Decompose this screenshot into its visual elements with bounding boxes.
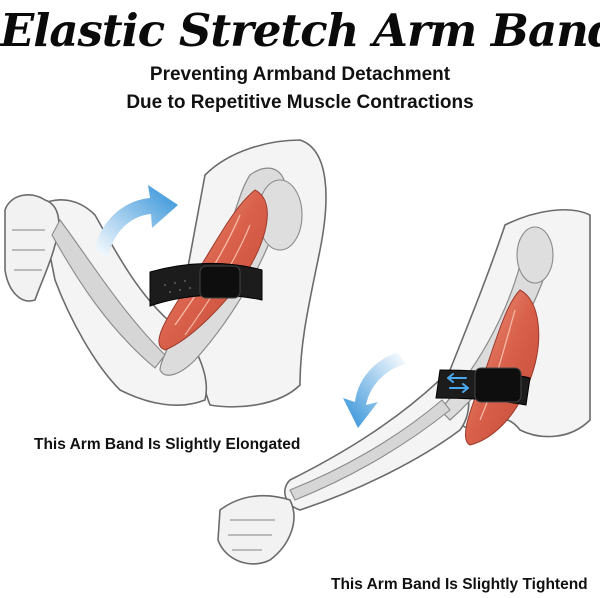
flexed-arm-figure [4,139,327,408]
contract-arrow-icon [343,352,405,428]
subtitle-line-1: Preventing Armband Detachment [149,64,451,85]
caption-tightened: This Arm Band Is Slightly Tightend [331,576,588,593]
subtitle-line-2: Due to Repetitive Muscle Contractions [126,92,474,113]
tighten-arrows-icon [447,373,469,393]
stretch-arrow-icon [95,185,178,258]
caption-elongated: This Arm Band Is Slightly Elongated [34,436,301,453]
extended-arm-figure [217,209,591,565]
product-title: Elastic Stretch Arm Band [0,4,600,57]
